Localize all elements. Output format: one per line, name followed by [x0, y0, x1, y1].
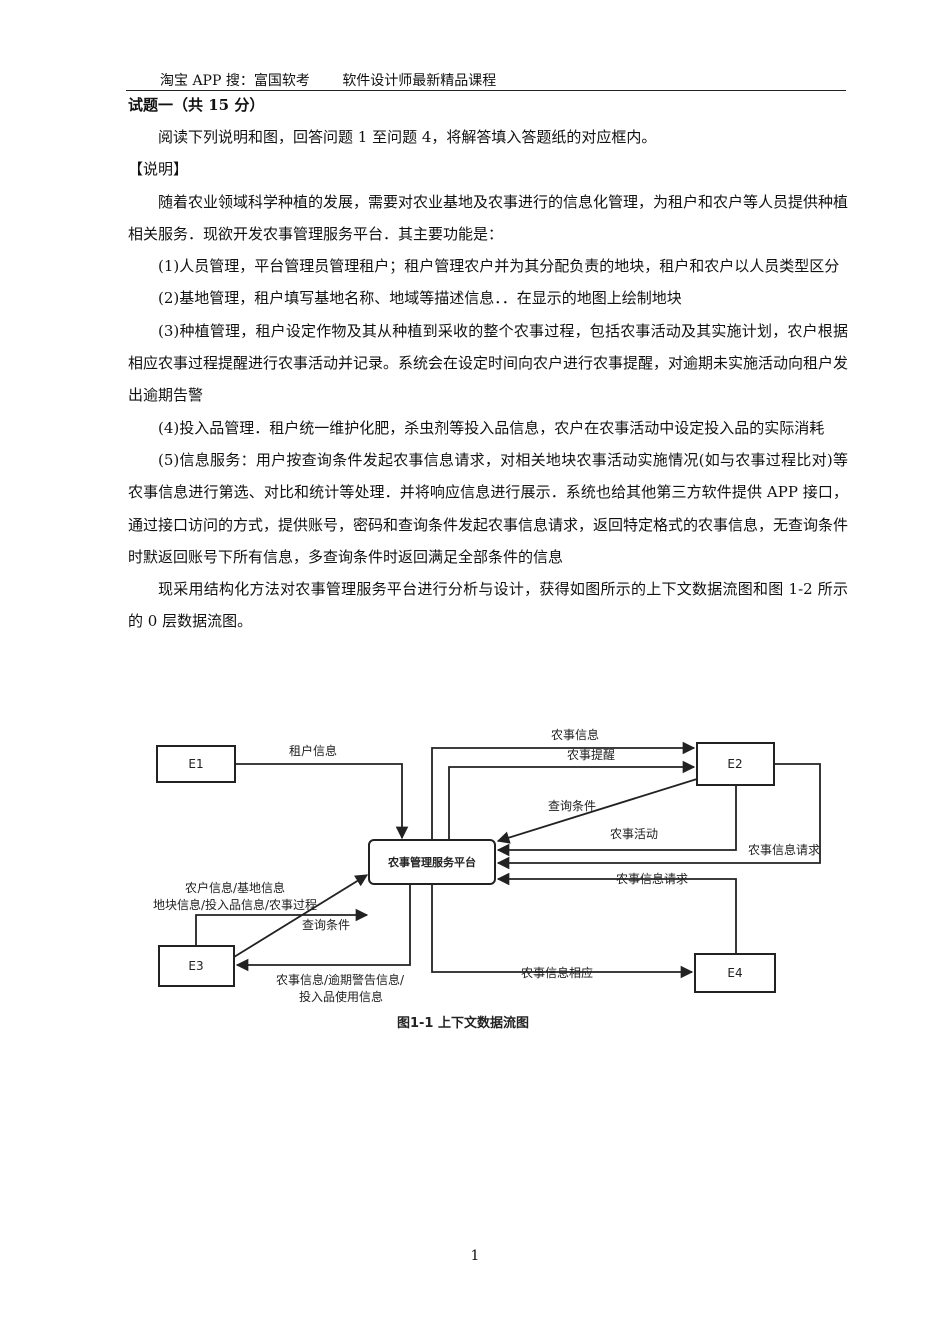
label-tenant-info: 租户信息	[289, 743, 337, 758]
flow-farm-info-to-e2	[431, 741, 696, 840]
paragraph-item-5: (5)信息服务：用户按查询条件发起农事信息请求，对相关地块农事活动实施情况(如与…	[128, 450, 849, 566]
header-left: 淘宝 APP 搜：富国软考	[160, 73, 310, 89]
flow-request-e2	[496, 763, 821, 870]
paragraph-instruction: 阅读下列说明和图，回答问题 1 至问题 4，将解答填入答题纸的对应框内。	[158, 128, 657, 146]
label-e3-in-2: 地块信息/投入品信息/农事过程	[153, 897, 317, 912]
page-header: 淘宝 APP 搜：富国软考 软件设计师最新精品课程	[160, 70, 524, 90]
flow-request-e4	[496, 872, 737, 954]
flow-info-to-e3	[235, 884, 411, 972]
question-title: 试题一（共 15 分）	[128, 96, 265, 114]
question-body: 阅读下列说明和图，回答问题 1 至问题 4，将解答填入答题纸的对应框内。 【说明…	[128, 121, 848, 638]
flow-reminder-to-e2	[448, 760, 696, 840]
paragraph-conclusion: 现采用结构化方法对农事管理服务平台进行分析与设计，获得如图所示的上下文数据流图和…	[128, 580, 848, 631]
flow-e3-info	[195, 908, 369, 946]
flow-activity-e2	[496, 785, 737, 857]
label-request-e2: 农事信息请求	[748, 842, 820, 857]
label-query-e2: 查询条件	[548, 799, 596, 813]
paragraph-item-3: (3)种植管理，租户设定作物及其从种植到采收的整个农事过程，包括农事活动及其实施…	[128, 321, 849, 405]
flow-e1-tenant-info	[235, 763, 409, 840]
entity-e1-label: E1	[188, 757, 203, 771]
entity-e4-box	[694, 953, 776, 993]
page-number: 1	[470, 1248, 480, 1264]
label-farm-activity: 农事活动	[610, 827, 658, 841]
label-farm-reminder: 农事提醒	[567, 747, 615, 762]
diagram-caption: 图1-1 上下文数据流图	[397, 1015, 529, 1031]
entity-e3-label: E3	[188, 959, 203, 973]
flow-response-e4	[431, 884, 694, 979]
label-e3-out-1: 农事信息/逾期警告信息/	[276, 972, 405, 987]
label-e3-out-2: 投入品使用信息	[299, 989, 383, 1004]
context-dfd-diagram: E1 E2 E3 E4 农事管理服务平台 租户信息 农事信息 农事提醒 查询条件…	[153, 727, 821, 1031]
entity-e2-label: E2	[727, 757, 742, 771]
label-request-e4: 农事信息请求	[616, 871, 688, 886]
header-right: 软件设计师最新精品课程	[342, 73, 497, 89]
flow-query-e3	[233, 874, 369, 958]
label-response: 农事信息相应	[521, 965, 593, 980]
flow-query-e2	[496, 778, 698, 844]
process-label: 农事管理服务平台	[387, 855, 476, 869]
paragraph-intro: 随着农业领域科学种植的发展，需要对农业基地及农事进行的信息化管理，为租户和农户等…	[128, 192, 849, 243]
label-e3-in-1: 农户信息/基地信息	[185, 880, 285, 895]
label-query-e3: 查询条件	[302, 918, 350, 932]
label-farm-info: 农事信息	[551, 727, 599, 742]
paragraph-heading: 【说明】	[128, 160, 189, 179]
entity-e4-label: E4	[727, 966, 742, 980]
header-rule	[126, 90, 846, 91]
paragraph-item-2: (2)基地管理，租户填写基地名称、地域等描述信息．．在显示的地图上绘制地块	[158, 289, 682, 308]
paragraph-item-4: (4)投入品管理．租户统一维护化肥，杀虫剂等投入品信息，农户在农事活动中设定投入…	[158, 418, 825, 437]
paragraph-item-1: (1)人员管理，平台管理员管理租户；租户管理农户并为其分配负责的地块，租户和农户…	[158, 257, 840, 276]
